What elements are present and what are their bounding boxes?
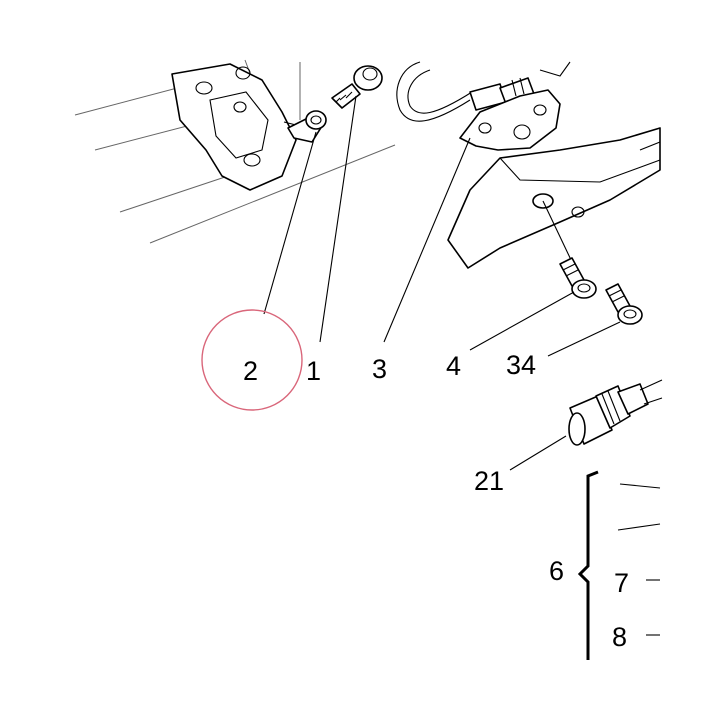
leader-lines <box>263 95 660 636</box>
bushing <box>287 110 327 143</box>
connector-21 <box>568 379 663 446</box>
callout-21: 21 <box>474 466 504 496</box>
group-bracket-6 <box>577 470 661 660</box>
callout-8: 8 <box>612 622 627 652</box>
cable-assembly <box>396 61 571 151</box>
callout-3: 3 <box>372 354 387 384</box>
lever-arm <box>447 127 661 269</box>
bolt-34 <box>605 283 643 325</box>
callout-4: 4 <box>446 351 461 381</box>
callout-34: 34 <box>506 350 536 380</box>
callout-2: 2 <box>243 356 258 386</box>
bolt-1 <box>331 65 383 109</box>
callout-7: 7 <box>614 568 629 598</box>
hinge-bracket <box>171 63 301 191</box>
callout-6: 6 <box>549 556 564 586</box>
axis-line <box>542 200 573 263</box>
bolt-4 <box>559 257 597 299</box>
callout-1: 1 <box>306 356 321 386</box>
highlight-circle <box>201 309 303 411</box>
